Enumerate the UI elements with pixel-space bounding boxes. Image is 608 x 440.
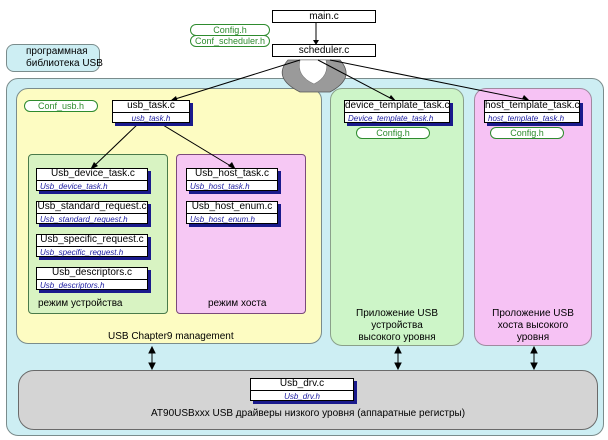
usb-drv-c: Usb_drv.c xyxy=(251,379,353,391)
usb-host-task-c: Usb_host_task.c xyxy=(187,169,277,181)
usb-task-file: usb_task.c usb_task.h xyxy=(112,100,190,123)
device-config-h-pill: Config.h xyxy=(356,127,430,139)
device-template-task-h: Device_template_task.h xyxy=(348,114,434,123)
usb-specific-request-file: Usb_specific_request.c Usb_specific_requ… xyxy=(36,234,148,257)
host-config-h-pill: Config.h xyxy=(490,127,564,139)
usb-specific-request-h: Usb_specific_request.h xyxy=(40,248,124,257)
device-mode-label: режим устройства xyxy=(38,298,123,309)
device-template-task-file: device_template_task.c Device_template_t… xyxy=(344,100,450,123)
conf-usb-h-pill: Conf_usb.h xyxy=(24,100,98,112)
driver-label: AT90USBxxx USB драйверы низкого уровня (… xyxy=(150,408,466,419)
scheduler-c-box: scheduler.c xyxy=(272,44,376,57)
library-label-box xyxy=(6,44,100,72)
host-template-task-h: host_template_task.h xyxy=(488,114,565,123)
host-template-task-file: host_template_task.c host_template_task.… xyxy=(484,100,580,123)
scheduler-c-label: scheduler.c xyxy=(298,45,350,56)
usb-standard-request-file: Usb_standard_request.c Usb_standard_requ… xyxy=(36,201,148,224)
usb-device-task-file: Usb_device_task.c Usb_device_task.h xyxy=(36,168,148,191)
conf-scheduler-h-pill: Conf_scheduler.h xyxy=(190,35,270,47)
host-template-task-c: host_template_task.c xyxy=(485,101,579,113)
main-c-box: main.c xyxy=(272,10,376,23)
usb-host-enum-h: Usb_host_enum.h xyxy=(190,215,255,224)
usb-device-task-h: Usb_device_task.h xyxy=(40,182,108,191)
usb-descriptors-file: Usb_descriptors.c Usb_descriptors.h xyxy=(36,267,148,290)
chapter9-label: USB Chapter9 management xyxy=(108,331,234,342)
usb-descriptors-h: Usb_descriptors.h xyxy=(40,281,105,290)
usb-drv-h: Usb_drv.h xyxy=(284,392,320,401)
usb-task-c: usb_task.c xyxy=(113,101,189,113)
usb-host-task-file: Usb_host_task.c Usb_host_task.h xyxy=(186,168,278,191)
usb-drv-file: Usb_drv.c Usb_drv.h xyxy=(250,378,354,401)
device-app-label: Приложение USB устройства высокого уровн… xyxy=(356,308,438,343)
usb-standard-request-h: Usb_standard_request.h xyxy=(40,215,128,224)
usb-device-task-c: Usb_device_task.c xyxy=(37,169,147,181)
main-c-label: main.c xyxy=(309,11,339,22)
usb-task-h: usb_task.h xyxy=(131,114,171,123)
usb-specific-request-c: Usb_specific_request.c xyxy=(37,235,147,247)
host-mode-label: режим хоста xyxy=(208,298,267,309)
usb-host-task-h: Usb_host_task.h xyxy=(190,182,250,191)
host-app-label: Проложение USB хоста высокого уровня xyxy=(492,308,574,343)
usb-host-enum-file: Usb_host_enum.c Usb_host_enum.h xyxy=(186,201,278,224)
library-label: программная библиотека USB xyxy=(26,46,103,69)
usb-host-enum-c: Usb_host_enum.c xyxy=(187,202,277,214)
device-template-task-c: device_template_task.c xyxy=(345,101,449,113)
usb-descriptors-c: Usb_descriptors.c xyxy=(37,268,147,280)
usb-standard-request-c: Usb_standard_request.c xyxy=(37,202,147,214)
